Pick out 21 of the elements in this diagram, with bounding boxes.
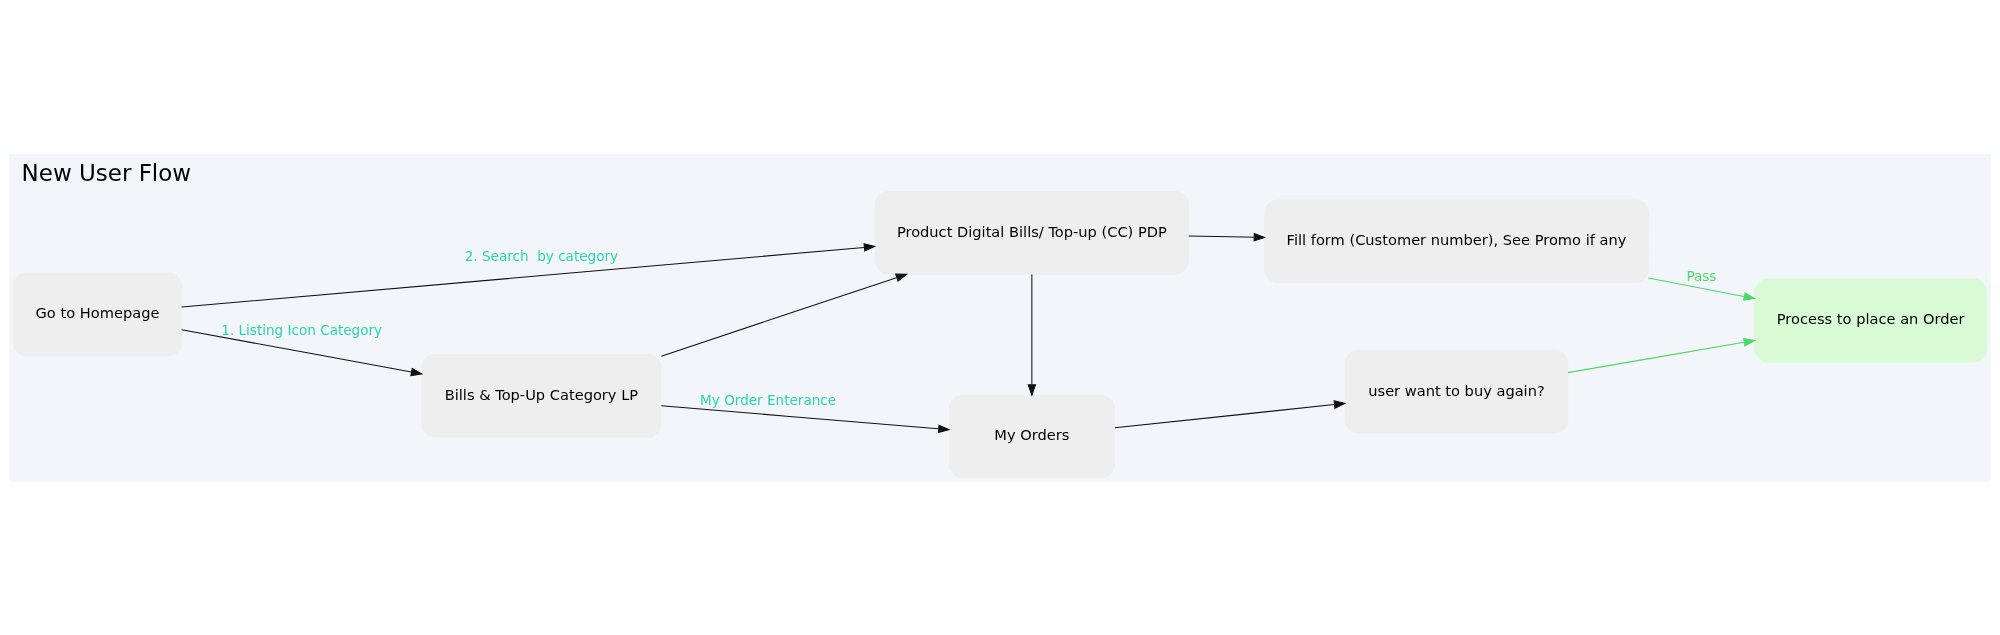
- node-box: My Orders: [948, 394, 1115, 478]
- arrow: [1647, 276, 1757, 301]
- node-box: Go to Homepage: [12, 272, 183, 356]
- node-box: Product Digital Bills/ Top-up (CC) PDP: [874, 190, 1190, 275]
- arrow: [1114, 399, 1347, 428]
- edge-label: 1. Listing Icon Category: [221, 321, 383, 338]
- node-box: user want to buy again?: [1344, 349, 1569, 433]
- node-box: Bills & Top-Up Category LP: [421, 353, 662, 438]
- arrow: [181, 242, 877, 308]
- arrow: [181, 328, 424, 376]
- node-box: Process to place an Order: [1754, 278, 1988, 362]
- arrow: [660, 404, 951, 433]
- node-box: Fill form (Customer number), See Promo if any: [1264, 198, 1649, 283]
- arrow: [1027, 273, 1037, 397]
- edge-label: 2. Search by category: [464, 247, 619, 264]
- edge-label: My Order Enterance: [700, 391, 837, 408]
- edge-label: Pass: [1686, 267, 1717, 284]
- arrow: [660, 273, 909, 357]
- arrow: [1567, 337, 1757, 373]
- arrow: [1188, 232, 1267, 242]
- diagram-title: New User Flow: [21, 159, 192, 186]
